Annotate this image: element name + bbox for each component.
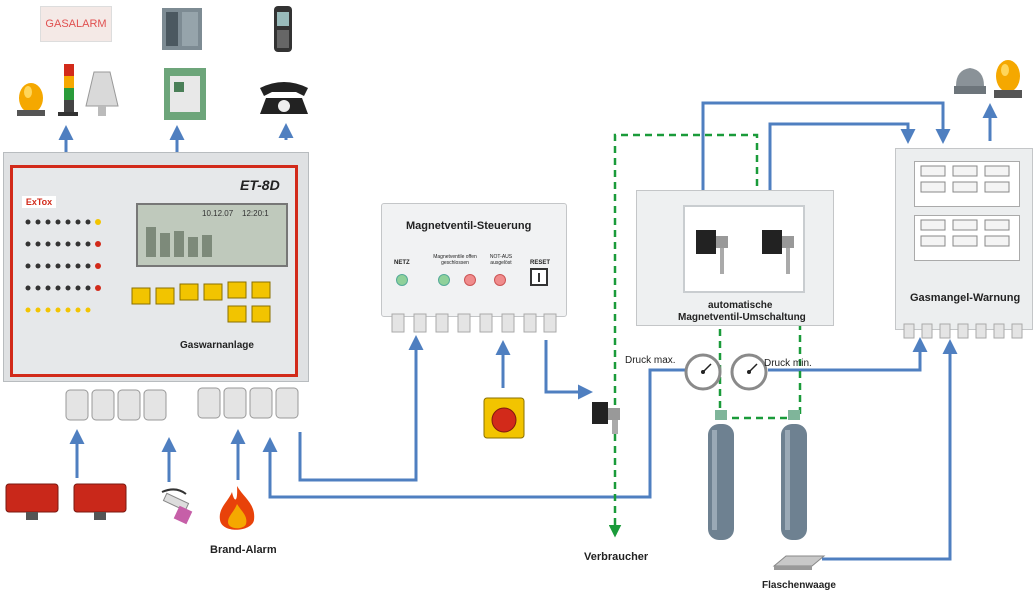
shortage-indicators [920,165,1010,247]
lcd-bars [146,227,212,257]
cable-glands [65,387,299,421]
valve-closed-led [464,274,476,286]
switchover-title-2: Magnetventil-Umschaltung [678,312,806,323]
gas-detectors-icon [5,483,127,520]
valves-label: Magnetventile offen geschlossen [433,254,477,266]
netz-led [396,274,408,286]
siren-icon [954,68,986,94]
netz-label: NETZ [394,260,410,266]
scale-icon [772,555,826,570]
solenoid-valve-icon [592,402,620,434]
gas-line-right [757,208,802,418]
line-to-valve [544,340,593,400]
mobile-phone-icon [274,6,292,52]
gas-line-consumer [608,133,759,538]
brand-logo: ExTox [22,196,56,208]
horn-icon [85,71,119,116]
valve-control-unit: Magnetventil-Steuerung NETZ Magnetventil… [381,203,567,317]
scale-label: Flaschenwaage [762,580,836,591]
main-unit-et8d [3,152,309,382]
line-switch-2 [768,122,916,222]
line-min-to-warning [768,337,928,372]
valve-open-led [438,274,450,286]
consumer-label: Verbraucher [584,551,649,563]
gasalarm-sign: GASALARM [40,6,112,42]
probe-sensor-icon [161,488,193,525]
shortage-glands [903,323,1023,339]
beacon-icon [17,83,45,116]
led-rows [25,219,101,313]
gauge-max-icon [684,353,722,391]
valve-control-title: Magnetventil-Steuerung [406,220,532,232]
emergency-stop-icon [483,397,525,439]
notaus-led [494,274,506,286]
gas-cylinder-left-icon [708,410,734,540]
valve-control-glands [391,313,557,333]
gas-cylinders [708,410,807,540]
line-pressure-to-main [262,368,688,499]
switchover-unit [636,190,834,326]
telephone-icon [260,82,308,114]
gas-shortage-title: Gasmangel-Warnung [910,292,1021,304]
pressure-min-label: Druck min. [764,358,812,369]
reset-button[interactable] [530,268,548,286]
model-label: ET-8D [240,177,280,193]
alarm-devices [17,64,119,116]
switchover-title-1: automatische [708,300,773,311]
reset-label: RESET [530,260,551,266]
switchover-valves [696,230,794,274]
switch-valve-right-icon [762,230,794,274]
fire-icon [219,486,255,530]
line-main-to-valve-control [298,335,424,482]
interface-module-icon [164,68,206,120]
gas-cylinder-right-icon [781,410,807,540]
beacon-right-icon [994,60,1022,98]
shortage-alarm-devices [954,60,1022,98]
gauge-min-icon [730,353,768,391]
switch-valve-left-icon [696,230,728,274]
main-unit-title: Gaswarnanlage [180,340,254,351]
notaus-label: NOT-AUS ausgelöst [489,254,513,266]
main-unit-frame [10,165,298,377]
pressure-gauges [684,353,768,391]
pressure-max-label: Druck max. [625,355,676,366]
lcd-display: 10.12.07 12:20:1 [136,203,288,267]
keypad [131,281,271,323]
line-scale-to-warning [822,339,958,561]
lcd-time: 12:20:1 [242,209,269,218]
fire-alarm-label: Brand-Alarm [210,544,277,556]
signal-tower-icon [58,64,78,116]
plc-module-icon [162,8,202,50]
line-switch-1 [701,101,951,210]
lcd-date: 10.12.07 [202,209,234,218]
